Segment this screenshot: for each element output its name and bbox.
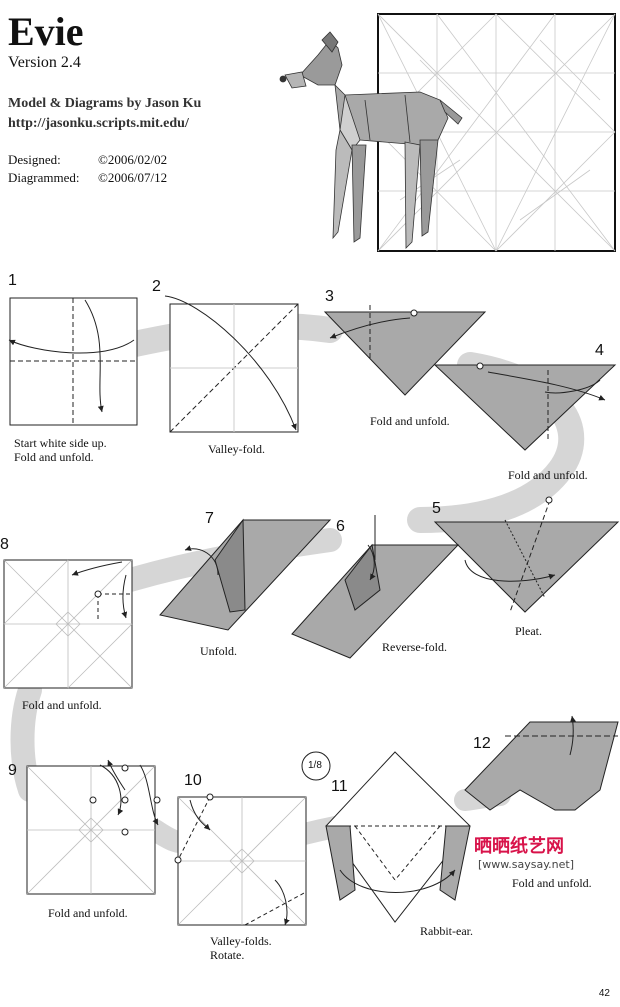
step-7-diagram <box>159 518 332 631</box>
watermark-brand: 晒晒纸艺网 <box>474 836 564 857</box>
step-number: 4 <box>595 342 604 359</box>
step-4-diagram <box>433 362 617 451</box>
step-1-caption: Start white side up.Fold and unfold. <box>14 436 107 464</box>
author-url[interactable]: http://jasonku.scripts.mit.edu/ <box>8 116 189 131</box>
step-11-caption: Rabbit-ear. <box>420 924 473 938</box>
version-label: Version 2.4 <box>8 54 81 71</box>
step-12-caption: Fold and unfold. <box>512 876 592 890</box>
step-4-caption: Fold and unfold. <box>508 468 588 482</box>
step-8-diagram <box>3 559 133 689</box>
step-number: 7 <box>205 510 214 527</box>
diagrammed-label: Diagrammed: <box>8 170 80 185</box>
step-12-diagram <box>464 715 619 811</box>
step-5-caption: Pleat. <box>515 624 542 638</box>
step-3-diagram <box>323 305 487 396</box>
step-number: 9 <box>8 762 17 779</box>
step-8-caption: Fold and unfold. <box>22 698 102 712</box>
step-number: 2 <box>152 278 161 295</box>
rotate-label: 1/8 <box>308 760 322 771</box>
rotate-symbol <box>301 751 331 781</box>
step-number: 10 <box>184 772 202 789</box>
step-number: 1 <box>8 272 17 289</box>
designed-date: ©2006/02/02 <box>98 152 168 167</box>
designed-label: Designed: <box>8 152 61 167</box>
step-3-caption: Fold and unfold. <box>370 414 450 428</box>
step-10-diagram <box>174 793 307 926</box>
step-number: 11 <box>331 778 348 795</box>
step-number: 6 <box>336 518 345 535</box>
model-title: Evie <box>8 9 84 54</box>
step-2-diagram <box>164 295 299 433</box>
step-number: 8 <box>0 536 9 553</box>
step-6-caption: Reverse-fold. <box>382 640 447 654</box>
step-7-caption: Unfold. <box>200 644 237 658</box>
step-5-diagram <box>433 496 620 613</box>
step-11-diagram <box>325 751 471 923</box>
page-number: 42 <box>598 988 610 999</box>
finished-model-illustration <box>279 31 463 249</box>
watermark-site: [www.saysay.net] <box>478 858 575 871</box>
step-10-caption: Valley-folds.Rotate. <box>210 934 272 962</box>
step-6-diagram <box>291 515 460 659</box>
step-9-caption: Fold and unfold. <box>48 906 128 920</box>
step-number: 12 <box>473 735 491 752</box>
crease-pattern <box>377 13 616 252</box>
diagrammed-date: ©2006/07/12 <box>98 170 168 185</box>
step-2-caption: Valley-fold. <box>208 442 265 456</box>
author-credit: Model & Diagrams by Jason Ku <box>8 96 202 111</box>
step-9-diagram <box>26 759 161 895</box>
step-number: 5 <box>432 500 441 517</box>
step-number: 3 <box>325 288 334 305</box>
step-1-diagram <box>8 297 138 426</box>
